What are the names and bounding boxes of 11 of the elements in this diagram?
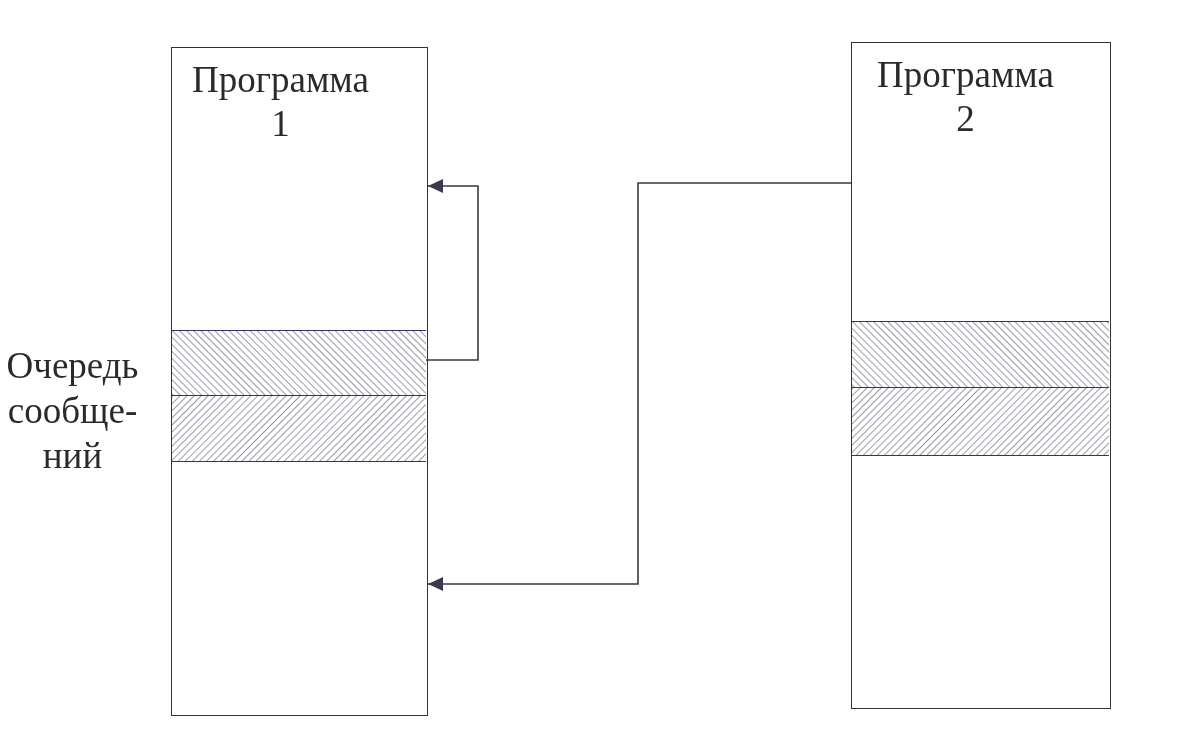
hatched-band <box>172 395 426 462</box>
arrow <box>425 179 479 361</box>
hatched-band <box>852 321 1109 388</box>
program-title: Программа 2 <box>876 53 1055 141</box>
hatched-band <box>852 387 1109 456</box>
program-box <box>171 47 428 716</box>
hatched-band <box>172 330 426 396</box>
queue-label: Очередь сообще- ний <box>5 344 140 478</box>
arrow <box>427 182 852 591</box>
program-box <box>851 42 1111 709</box>
program-title: Программа 1 <box>191 58 370 146</box>
